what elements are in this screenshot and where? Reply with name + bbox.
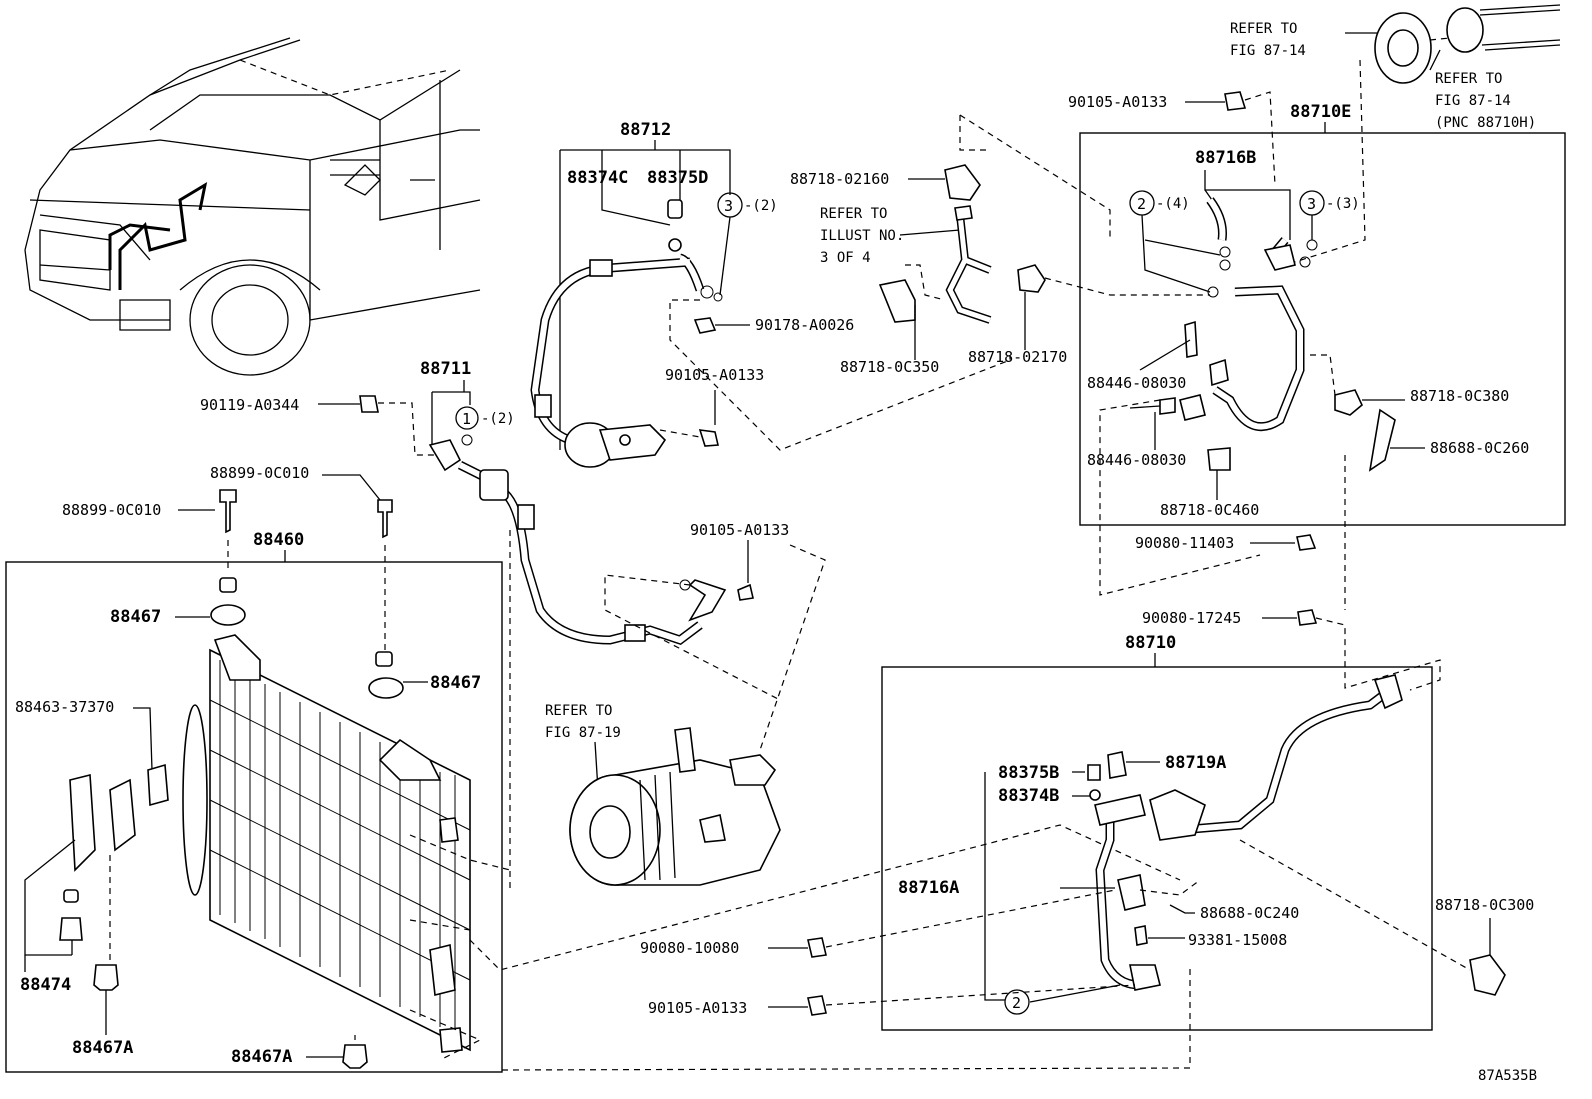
label-88446-08030-bottom: 88446-08030	[1087, 451, 1186, 469]
label-88463-37370: 88463-37370	[15, 698, 114, 716]
callout-3a-number: 3	[724, 197, 733, 215]
refer-illust-line1: REFER TO	[820, 206, 887, 222]
box-88710	[881, 666, 1433, 1031]
hose-88711-group: 88711 1 -(2) 90119-A0344 90105-A0133	[200, 359, 826, 890]
callout-2b-circle	[1004, 989, 1030, 1015]
label-88446-08030-top: 88446-08030	[1087, 374, 1186, 392]
hose-88710E-group: 90105-A0133 REFER TO FIG 87-14 REFER TO …	[1068, 4, 1566, 691]
label-88718-0C460: 88718-0C460	[1160, 501, 1259, 519]
refer-fig-87-14-top-line2: FIG 87-14	[1230, 43, 1306, 59]
label-88375D: 88375D	[647, 168, 708, 188]
label-90119-A0344: 90119-A0344	[200, 396, 299, 414]
callout-3a-qty: -(2)	[744, 198, 778, 214]
label-90178-A0026: 90178-A0026	[755, 316, 854, 334]
label-88374B: 88374B	[998, 786, 1059, 806]
callout-2b-number: 2	[1012, 994, 1021, 1012]
callout-1-circle	[455, 406, 479, 430]
refer-fig-87-14-pnc-line2: FIG 87-14	[1435, 93, 1511, 109]
label-88688-0C260: 88688-0C260	[1430, 439, 1529, 457]
label-88899-0C010-left: 88899-0C010	[62, 501, 161, 519]
label-88718-0C300: 88718-0C300	[1435, 896, 1534, 914]
callout-3b-qty: -(3)	[1326, 196, 1360, 212]
label-88716B: 88716B	[1195, 148, 1256, 168]
label-88718-02170: 88718-02170	[968, 348, 1067, 366]
label-88374C: 88374C	[567, 168, 628, 188]
label-88716A: 88716A	[898, 878, 959, 898]
diagram-code: 87A535B	[1478, 1068, 1537, 1084]
label-88719A: 88719A	[1165, 753, 1226, 773]
refer-fig-87-14-top-line1: REFER TO	[1230, 21, 1297, 37]
label-88375B: 88375B	[998, 763, 1059, 783]
refer-illust-line3: 3 OF 4	[820, 250, 871, 266]
refer-fig-87-14-pnc-line3: (PNC 88710H)	[1435, 115, 1536, 131]
refer-fig-87-19-line2: FIG 87-19	[545, 725, 621, 741]
hose-88712-group: 88712 88374C 88375D 3 -(2) 90178-A0026 9…	[530, 120, 1011, 468]
label-90105-A0133-top: 90105-A0133	[1068, 93, 1167, 111]
label-88718-02160: 88718-02160	[790, 170, 889, 188]
refer-illust-line2: ILLUST NO.	[820, 228, 904, 244]
label-88899-0C010-right: 88899-0C010	[210, 464, 309, 482]
callout-1-qty: -(2)	[481, 411, 515, 427]
refer-fig-87-19-line1: REFER TO	[545, 703, 612, 719]
label-88710: 88710	[1125, 633, 1176, 653]
label-88467-right: 88467	[430, 673, 481, 693]
label-88712: 88712	[620, 120, 671, 140]
label-88467A-right: 88467A	[231, 1047, 292, 1067]
callout-2a-number: 2	[1137, 195, 1146, 213]
label-90080-10080: 90080-10080	[640, 939, 739, 957]
label-88718-0C380: 88718-0C380	[1410, 387, 1509, 405]
callout-1-number: 1	[462, 410, 471, 428]
label-93381-15008: 93381-15008	[1188, 931, 1287, 949]
center-parts-group: 88718-02160 REFER TO ILLUST NO. 3 OF 4 8…	[790, 114, 1210, 376]
label-88460: 88460	[253, 530, 304, 550]
condenser-box	[5, 561, 503, 1073]
callout-3b-number: 3	[1307, 195, 1316, 213]
box-88710E	[1079, 132, 1566, 526]
callout-2a-qty: -(4)	[1156, 196, 1190, 212]
label-90080-11403: 90080-11403	[1135, 534, 1234, 552]
vehicle-illustration	[24, 37, 481, 376]
label-88467-left: 88467	[110, 607, 161, 627]
label-88688-0C240: 88688-0C240	[1200, 904, 1299, 922]
refer-fig-87-14-pnc-line1: REFER TO	[1435, 71, 1502, 87]
label-90080-17245: 90080-17245	[1142, 609, 1241, 627]
label-88467A-left: 88467A	[72, 1038, 133, 1058]
label-90105-A0133-mid: 90105-A0133	[665, 366, 764, 384]
compressor: REFER TO FIG 87-19	[545, 703, 781, 886]
label-90105-A0133-low: 90105-A0133	[690, 521, 789, 539]
label-88710E: 88710E	[1290, 102, 1351, 122]
label-90105-A0133-bottom: 90105-A0133	[648, 999, 747, 1017]
condenser-88460-group: 88460 88899-0C010 88899-0C010 88467 8846…	[5, 464, 1191, 1073]
label-88718-0C350: 88718-0C350	[840, 358, 939, 376]
label-88711: 88711	[420, 359, 471, 379]
label-88474: 88474	[20, 975, 71, 995]
hose-88710-group: 88710 88375B 88374B 88719A 88716A 88688-…	[640, 633, 1534, 1031]
